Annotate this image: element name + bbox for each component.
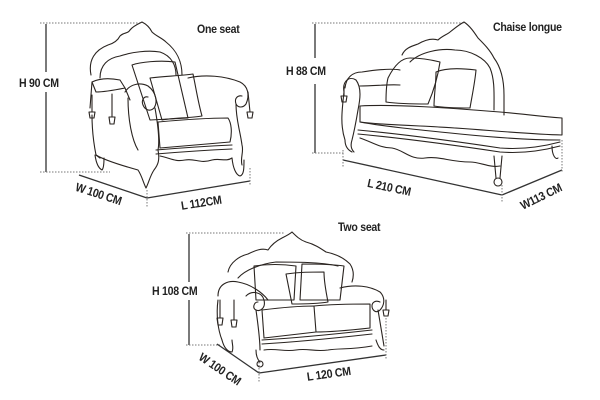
one-seat-height-label: H 90 CM — [19, 76, 59, 90]
two-seat-title: Two seat — [338, 220, 381, 234]
two-seat-height-label: H 108 CM — [152, 284, 198, 298]
chaise-longue-title: Chaise longue — [493, 20, 562, 34]
one-seat-armchair-drawing — [40, 21, 254, 208]
one-seat-title: One seat — [197, 22, 240, 36]
chaise-longue-drawing — [312, 21, 563, 202]
chaise-longue-height-label: H 88 CM — [286, 64, 326, 78]
two-seat-sofa-drawing — [186, 231, 390, 382]
